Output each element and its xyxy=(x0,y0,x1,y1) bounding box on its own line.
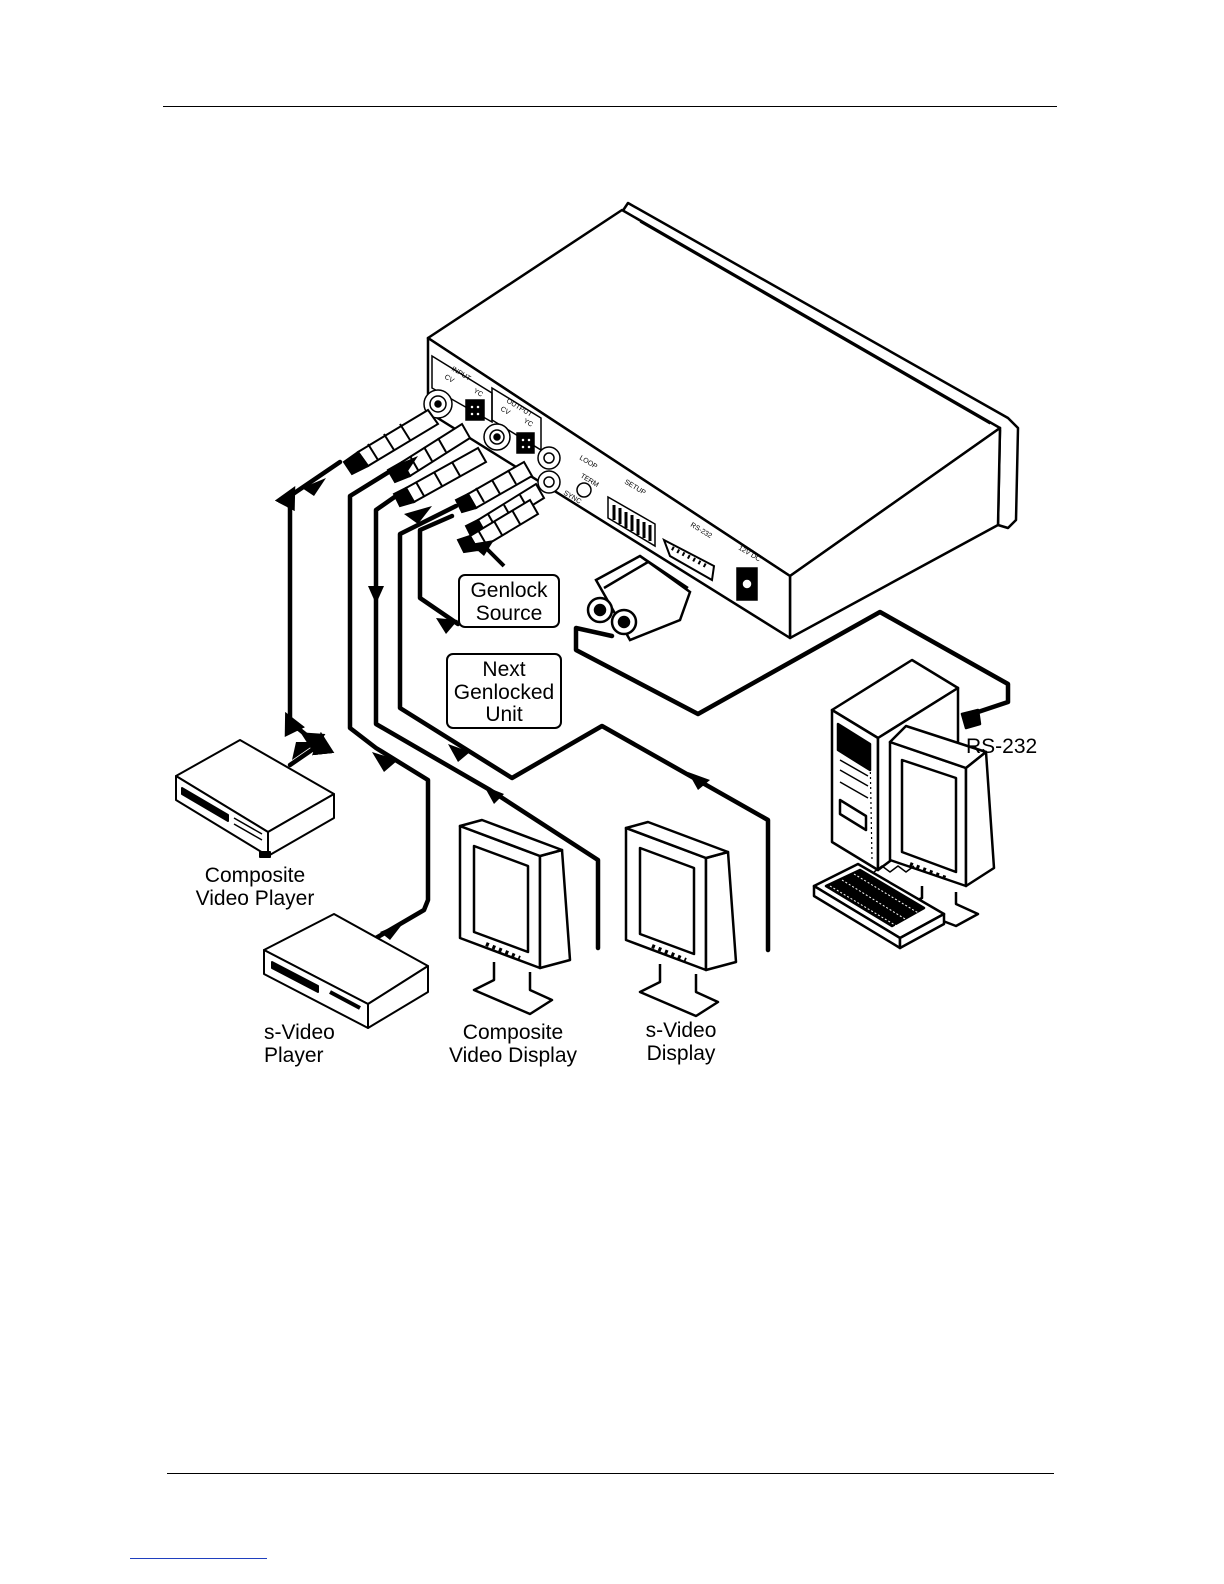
arrow-genlock-source-stem xyxy=(482,544,504,566)
cable-s-video-player xyxy=(350,470,428,938)
s-video-display-line1: s-Video xyxy=(646,1019,717,1042)
sync-loop-bnc-1 xyxy=(538,447,560,469)
device-unit xyxy=(428,203,1018,638)
genlock-source-line2: Source xyxy=(476,602,543,625)
composite-video-display-line1: Composite xyxy=(463,1021,563,1044)
sync-loop-bnc-2 xyxy=(538,471,560,493)
rs232-label: RS-232 xyxy=(966,735,1037,758)
cable-composite-player xyxy=(290,462,340,765)
next-genlocked-line2: Genlocked xyxy=(454,681,554,704)
s-video-player-icon xyxy=(264,914,428,1028)
output-yc-connector xyxy=(517,433,534,453)
arrow-composite-display xyxy=(484,786,504,804)
arrow-composite-down xyxy=(368,586,384,604)
output-cv-bnc xyxy=(484,424,510,450)
composite-video-player-line2: Video Player xyxy=(196,887,315,910)
arrow-s-video-player-bottom xyxy=(380,922,404,940)
loop-term-button xyxy=(577,483,591,497)
composite-video-display-icon xyxy=(460,820,570,1014)
power-jack xyxy=(737,568,757,600)
s-video-display-icon xyxy=(626,822,736,1016)
composite-video-display-line2: Video Display xyxy=(449,1044,578,1067)
genlock-source-line1: Genlock xyxy=(470,579,548,602)
cable-next-genlocked xyxy=(420,516,458,624)
s-video-display-line2: Display xyxy=(647,1042,716,1065)
s-video-player-line1: s-Video xyxy=(264,1021,335,1044)
composite-video-player-line1: Composite xyxy=(205,864,305,887)
composite-video-player-icon xyxy=(176,740,334,857)
db9-plug xyxy=(588,556,690,640)
arrow-next-genlocked xyxy=(436,618,458,634)
callout-next-genlocked-unit: Next Genlocked Unit xyxy=(447,654,561,728)
s-video-player-line2: Player xyxy=(264,1044,324,1067)
pc-icon xyxy=(814,660,994,948)
input-yc-connector xyxy=(466,400,484,420)
next-genlocked-line1: Next xyxy=(482,658,525,681)
callout-genlock-source: Genlock Source xyxy=(459,575,559,627)
next-genlocked-line3: Unit xyxy=(485,703,523,726)
